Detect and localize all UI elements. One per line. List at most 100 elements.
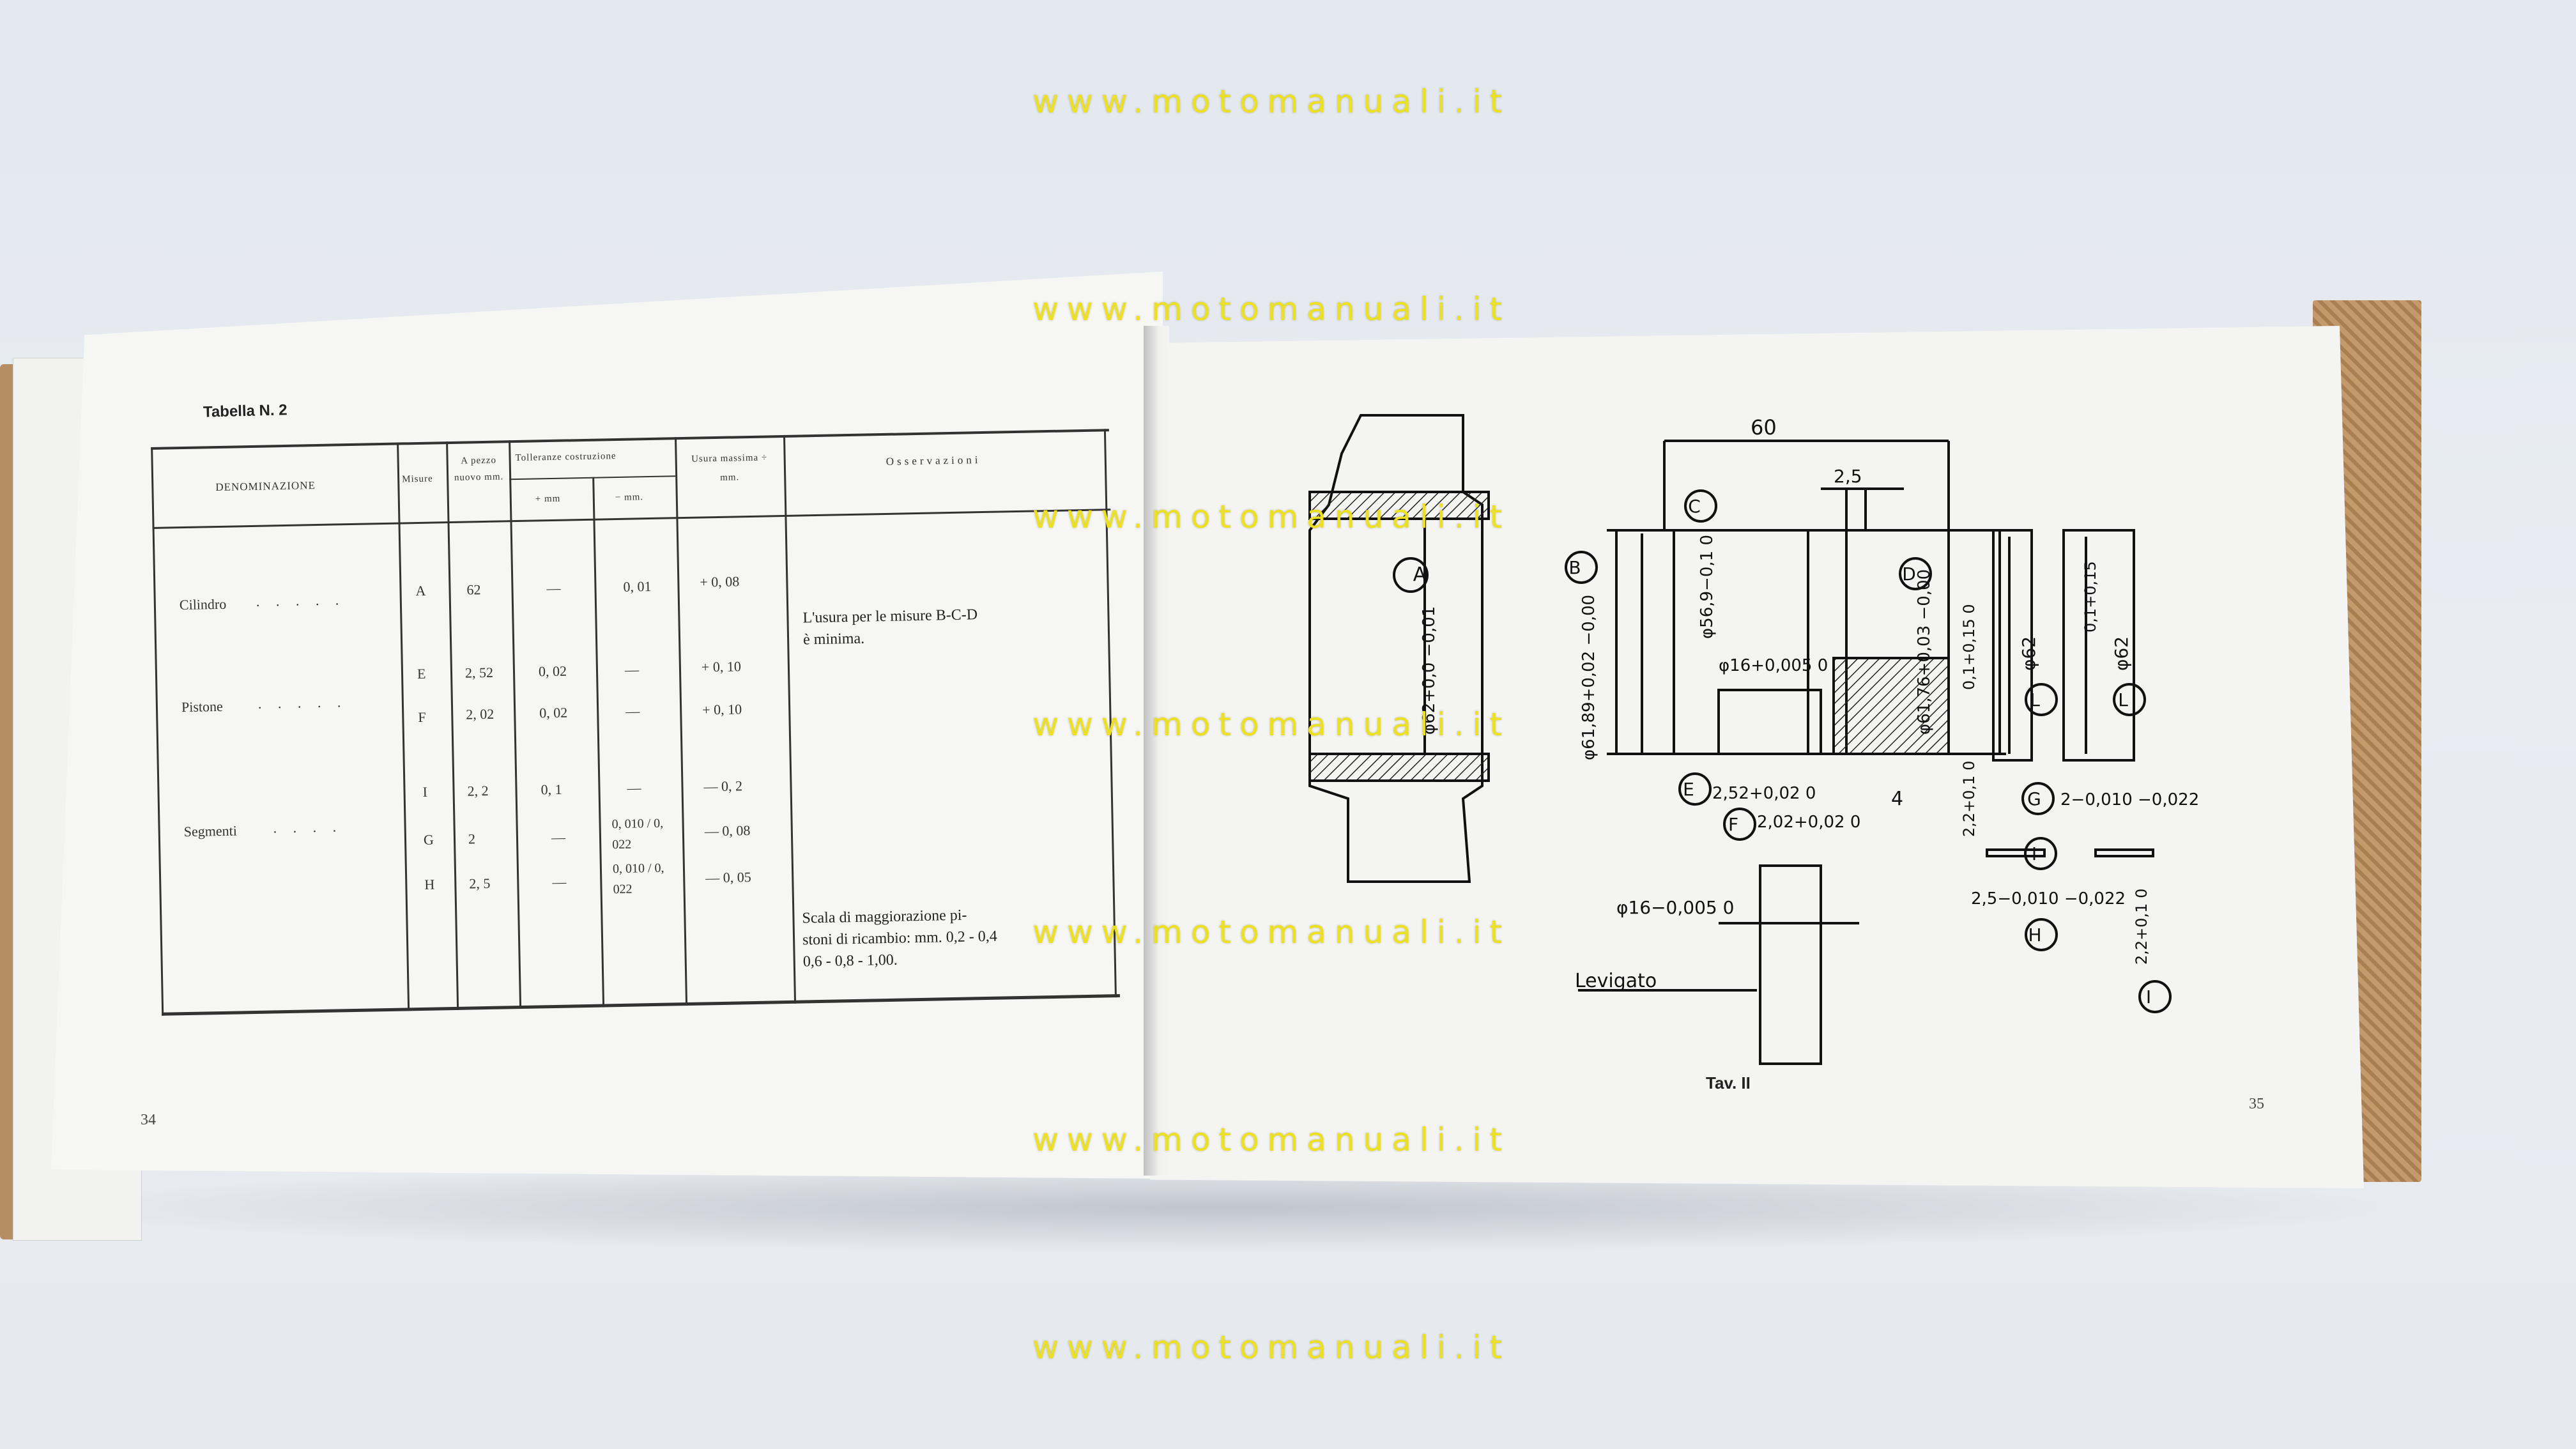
cell-usura: + 0, 10 <box>701 658 742 675</box>
table-top-border <box>151 429 1109 450</box>
note-line: stoni di ricambio: mm. 0,2 - 0,4 <box>802 928 997 949</box>
col-sep <box>783 434 797 1004</box>
dim-ring-dia-62: φ62 <box>2018 636 2039 671</box>
circle-label-a: A <box>1413 564 1427 586</box>
leader-dots: . . . . <box>273 818 343 836</box>
cell-plus: 0, 02 <box>538 663 567 680</box>
cell-misura: G <box>423 831 434 848</box>
cell-plus: — <box>552 873 567 891</box>
observation-note-2: Scala di maggiorazione pi- stoni di rica… <box>802 904 998 973</box>
dim-pin: φ16−0,005 0 <box>1616 897 1734 918</box>
leader-dots: . . . . . <box>257 694 348 712</box>
drawing-caption: Tav. II <box>1706 1073 1751 1092</box>
dim-groove-e: 2,52+0,02 0 <box>1712 784 1816 803</box>
header-plus-mm: + mm <box>535 493 561 505</box>
dim-2-5: 2,5 <box>1834 466 1862 487</box>
cell-usura: — 0, 2 <box>703 778 743 795</box>
dim-ring-01: 0,1+0,15 <box>2082 561 2099 632</box>
dim-ring-groove: φ61,76+0,03 −0,00 <box>1915 569 1934 735</box>
note-line: è minima. <box>802 630 865 648</box>
watermark-text: www.motomanuali.it <box>1032 914 1511 951</box>
dim-top-dia: φ56,9−0,1 0 <box>1698 535 1717 639</box>
drawing-svg: A B C D E F G H I I L L 60 2,5 φ62+0,0 −… <box>1308 414 2199 1065</box>
specs-table: DENOMINAZIONE Misure A pezzo nuovo mm. T… <box>150 390 1120 1022</box>
dim-ring-2-2: 2,2+0,1 0 <box>1960 761 1978 837</box>
watermark-text: www.motomanuali.it <box>1032 706 1511 743</box>
dim-pin-dia: φ16+0,005 0 <box>1719 656 1828 675</box>
col-sep <box>397 442 410 1011</box>
cell-misura: A <box>415 582 426 599</box>
header-denominazione: DENOMINAZIONE <box>215 479 316 494</box>
header-osservazioni: Osservazioni <box>885 454 981 468</box>
cell-misura: F <box>418 709 426 726</box>
cell-minus: — <box>625 703 640 719</box>
header-misure: Misure <box>402 473 433 485</box>
leader-dots: . . . . . <box>256 592 346 610</box>
note-line: L'usura per le misure B-C-D <box>802 606 978 627</box>
cell-minus: 0, 010 / 0, 022 <box>611 816 664 852</box>
col-sep <box>446 441 459 1010</box>
cell-misura: E <box>417 665 426 682</box>
group-name-segmenti: Segmenti <box>183 822 238 840</box>
watermark-text: www.motomanuali.it <box>1032 498 1511 535</box>
cell-nuovo: 2, 02 <box>466 705 494 723</box>
note-line: 0,6 - 0,8 - 1,00. <box>802 951 898 970</box>
cell-usura: + 0, 10 <box>702 701 742 718</box>
label-levigato: Levigato <box>1575 970 1657 992</box>
left-page <box>51 272 1163 1179</box>
circle-label-l2: L <box>2118 689 2128 710</box>
group-name-pistone: Pistone <box>181 698 223 716</box>
cell-plus: — <box>546 579 561 597</box>
header-usura-massima: Usura massima ÷ mm. <box>691 452 768 483</box>
cell-plus: — <box>551 829 566 846</box>
dim-groove-f: 2,02+0,02 0 <box>1757 813 1860 832</box>
col-sep <box>592 477 605 1008</box>
circle-label-i: I <box>2032 843 2037 864</box>
cell-minus: 0, 010 / 0, 022 <box>612 861 664 897</box>
dim-ring-2-2b: 2,2+0,1 0 <box>2133 889 2150 965</box>
col-sep <box>675 437 688 1006</box>
watermark-text: www.motomanuali.it <box>1032 1329 1511 1366</box>
cell-nuovo: 2 <box>468 831 476 847</box>
cell-minus: — <box>624 661 640 678</box>
cell-misura: H <box>424 876 435 893</box>
circle-label-g: G <box>2027 788 2041 809</box>
cell-nuovo: 2, 52 <box>464 664 494 681</box>
circle-label-e: E <box>1683 779 1694 800</box>
circle-label-i2: I <box>2146 986 2151 1008</box>
header-tolleranze: Tolleranze costruzione <box>515 451 617 464</box>
cell-minus: 0, 01 <box>623 578 652 595</box>
group-name-cilindro: Cilindro <box>179 595 227 613</box>
dim-piston-dia: φ61,89+0,02 −0,00 <box>1579 595 1598 760</box>
col-sep <box>509 440 522 1009</box>
header-minus-mm: − mm. <box>615 492 644 503</box>
cell-usura: — 0, 08 <box>704 822 751 839</box>
cell-plus: 0, 02 <box>539 704 568 721</box>
watermark-text: www.motomanuali.it <box>1032 1121 1511 1158</box>
dim-ring-h: 2,5−0,010 −0,022 <box>1971 889 2126 908</box>
technical-drawing: A B C D E F G H I I L L 60 2,5 φ62+0,0 −… <box>1271 377 2230 1112</box>
circle-label-f: F <box>1728 814 1738 835</box>
dim-4: 4 <box>1891 788 1903 810</box>
header-a-pezzo-nuovo: A pezzo nuovo mm. <box>454 455 504 483</box>
cell-usura: — 0, 05 <box>705 869 751 886</box>
circle-label-d: D <box>1902 564 1916 585</box>
dim-ring-g: 2−0,010 −0,022 <box>2060 790 2199 809</box>
cell-plus: 0, 1 <box>540 781 562 798</box>
header-divider <box>152 509 1111 529</box>
note-line: Scala di maggiorazione pi- <box>802 907 967 927</box>
page-number-right: 35 <box>2249 1096 2264 1112</box>
dim-cyl-bore: φ62+0,0 −0,01 <box>1420 606 1439 735</box>
cell-nuovo: 2, 5 <box>469 875 491 892</box>
dim-ring-width: 0,1+0,15 0 <box>1960 604 1978 690</box>
watermark-text: www.motomanuali.it <box>1032 291 1511 328</box>
page-number-left: 34 <box>141 1112 156 1128</box>
circle-label-c: C <box>1688 496 1701 517</box>
circle-label-l: L <box>2030 689 2040 710</box>
dim-ring-dia-62b: φ62 <box>2111 636 2132 671</box>
cell-nuovo: 62 <box>466 581 481 598</box>
cell-minus: — <box>627 779 641 796</box>
watermark-text: www.motomanuali.it <box>1032 83 1511 120</box>
circle-label-b: B <box>1568 557 1581 578</box>
cell-misura: I <box>422 783 428 800</box>
